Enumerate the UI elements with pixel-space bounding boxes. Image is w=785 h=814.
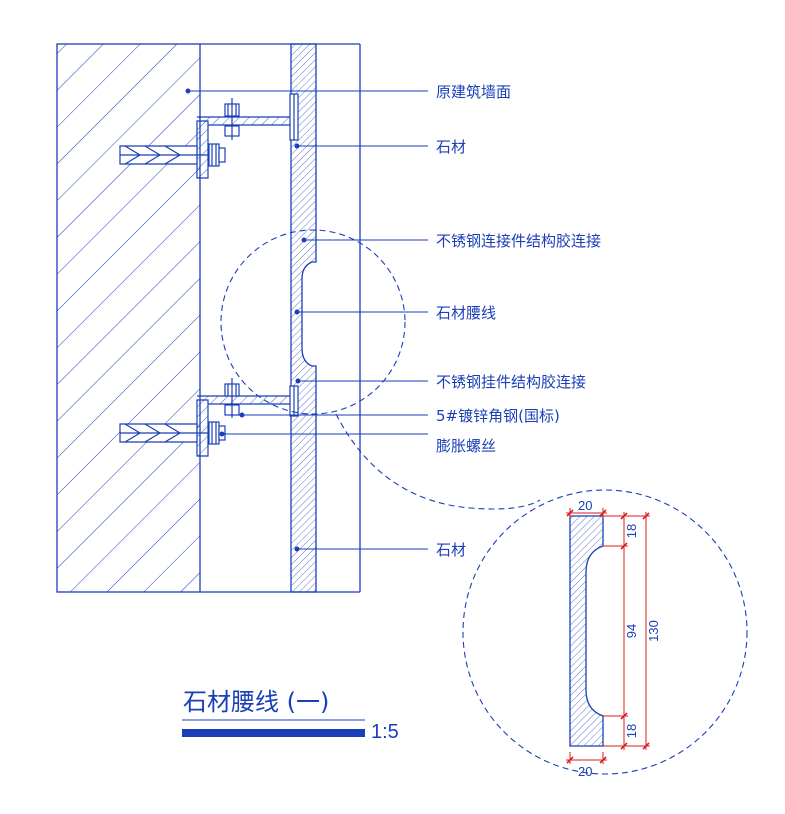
label-stone-top: 石材 — [436, 138, 466, 156]
stone-slab — [290, 43, 317, 593]
label-waist-line: 石材腰线 — [436, 304, 496, 322]
dim-bottom-width: 20 — [578, 764, 592, 779]
dim-bottom-step: 18 — [624, 724, 639, 738]
dim-top-step: 18 — [624, 524, 639, 538]
upper-bracket — [119, 93, 299, 179]
lower-bracket — [119, 378, 299, 457]
label-angle-steel: 5#镀锌角钢(国标) — [436, 407, 560, 425]
label-stone-bottom: 石材 — [436, 541, 466, 559]
dim-recess: 94 — [624, 624, 639, 638]
dim-total: 130 — [646, 620, 661, 642]
building-wall — [56, 43, 201, 593]
drawing-title: 石材腰线 (一) — [183, 688, 329, 716]
label-wall: 原建筑墙面 — [436, 83, 511, 101]
title-underline-bold — [182, 729, 365, 737]
dim-top-width: 20 — [578, 498, 592, 513]
detail-dimension-ticks — [566, 509, 650, 764]
label-ss-connector: 不锈钢连接件结构胶连接 — [436, 232, 601, 250]
outer-frame — [200, 43, 361, 593]
drawing-scale: 1:5 — [371, 721, 399, 743]
label-ss-hanger: 不锈钢挂件结构胶连接 — [436, 373, 586, 391]
leader-lines — [185, 88, 428, 552]
detail-callout — [220, 229, 748, 775]
detail-profile — [569, 515, 604, 747]
label-expansion-bolt: 膨胀螺丝 — [436, 437, 496, 455]
